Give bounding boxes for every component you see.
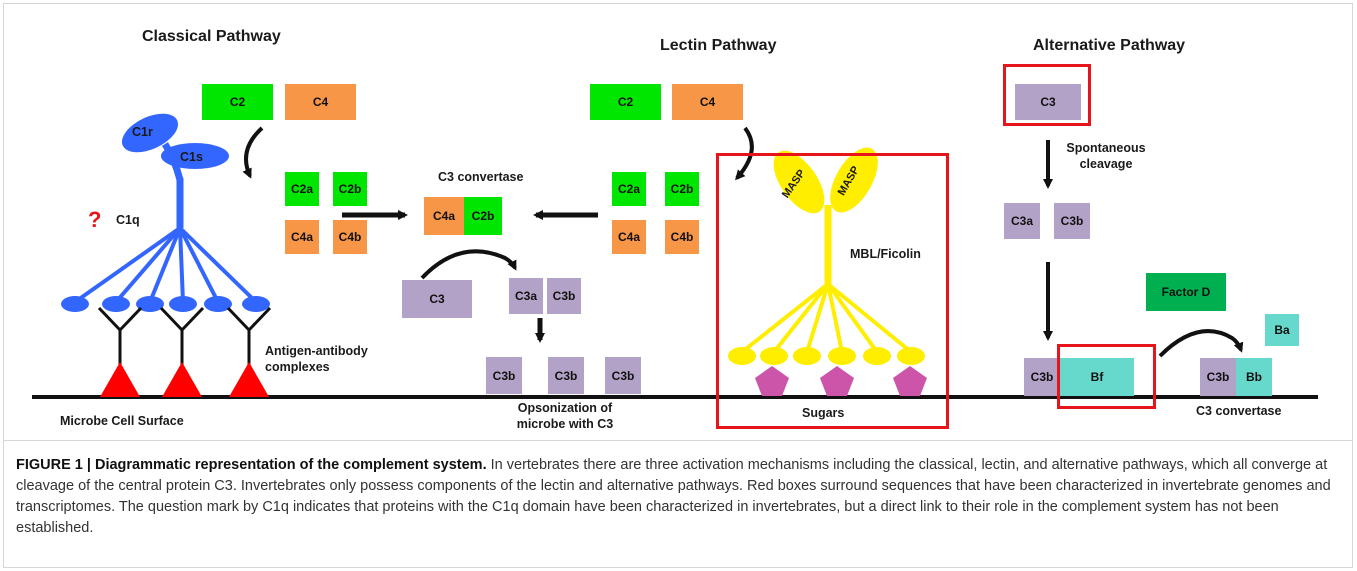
alt-c3b-bottom-box: C3b xyxy=(1024,358,1060,396)
bb-box: Bb xyxy=(1236,358,1272,396)
microbe-surface-label: Microbe Cell Surface xyxy=(60,414,184,428)
classical-cleavage-arrow xyxy=(242,126,264,179)
factor-d-box: Factor D xyxy=(1146,273,1226,311)
sugars-label: Sugars xyxy=(802,406,845,420)
alt-c3a-box: C3a xyxy=(1004,203,1040,239)
ba-box: Ba xyxy=(1265,314,1299,346)
c1-complex xyxy=(61,113,270,312)
red-box-bf xyxy=(1057,344,1156,409)
lectin-c4-box: C4 xyxy=(672,84,743,120)
red-box-lectin xyxy=(716,153,949,429)
red-box-c3 xyxy=(1003,64,1091,126)
caption-divider xyxy=(4,440,1352,441)
title-classical: Classical Pathway xyxy=(142,28,281,45)
lectin-c2a-box: C2a xyxy=(612,172,646,206)
c1q-question-mark: ? xyxy=(88,207,102,232)
title-alternative: Alternative Pathway xyxy=(1033,37,1186,54)
bf-box: Bf xyxy=(1060,358,1134,396)
convertase-c2b: C2b xyxy=(464,197,502,235)
c1r-label: C1r xyxy=(132,125,153,139)
opsonin-c3b-2: C3b xyxy=(548,357,584,394)
lectin-cleavage-arrow xyxy=(735,126,754,181)
figure-frame xyxy=(3,3,1353,568)
lectin-c2-box: C2 xyxy=(590,84,661,120)
alt-c3-box: C3 xyxy=(1015,84,1081,120)
c3-box: C3 xyxy=(402,280,472,318)
caption-heading: FIGURE 1 | Diagrammatic representation o… xyxy=(16,457,487,473)
convertase-label: C3 convertase xyxy=(438,170,524,184)
c3a-box: C3a xyxy=(509,278,543,314)
lectin-c4a-box: C4a xyxy=(612,220,646,254)
caption-body: In vertebrates there are three activatio… xyxy=(16,457,1331,536)
lectin-c4b-box: C4b xyxy=(665,220,699,254)
masp-lobe-left xyxy=(773,150,825,214)
c2b-box: C2b xyxy=(333,172,367,206)
complement-diagram: Classical Pathway Lectin Pathway Alterna… xyxy=(32,28,1318,431)
factor-d-arrow xyxy=(1158,329,1244,358)
alt-c3b-right-box: C3b xyxy=(1200,358,1236,396)
c4-box: C4 xyxy=(285,84,356,120)
antibodies xyxy=(97,306,272,370)
opsonin-c3b-1: C3b xyxy=(486,357,522,394)
c1r-lobe xyxy=(121,113,179,153)
opsonization-label: Opsonization of microbe with C3 xyxy=(516,401,614,431)
mbl-ficolin-label: MBL/Ficolin xyxy=(850,247,921,261)
mbl-ficolin xyxy=(728,147,925,365)
figure-caption: FIGURE 1 | Diagrammatic representation o… xyxy=(16,455,1341,539)
antigens xyxy=(100,362,269,397)
masp-lobe-right xyxy=(830,147,878,213)
c3b-box: C3b xyxy=(547,278,581,314)
c4a-box: C4a xyxy=(285,220,319,254)
diagram-graphics xyxy=(32,113,1318,399)
opsonin-c3b-3: C3b xyxy=(605,357,641,394)
antigen-antibody-label: Antigen-antibody complexes xyxy=(265,344,368,374)
c4b-box: C4b xyxy=(333,220,367,254)
title-lectin: Lectin Pathway xyxy=(660,37,777,54)
c1s-label: C1s xyxy=(180,150,203,164)
alt-convertase-label: C3 convertase xyxy=(1196,404,1282,418)
c1q-label: C1q xyxy=(116,213,140,227)
sugars xyxy=(755,366,927,396)
convertase-c4a: C4a xyxy=(424,197,464,235)
c3-cleavage-arrow xyxy=(420,249,517,280)
alt-c3b-box: C3b xyxy=(1054,203,1090,239)
c2a-box: C2a xyxy=(285,172,319,206)
lectin-c2b-box: C2b xyxy=(665,172,699,206)
c2-box: C2 xyxy=(202,84,273,120)
spontaneous-label: Spontaneous cleavage xyxy=(1066,141,1146,171)
